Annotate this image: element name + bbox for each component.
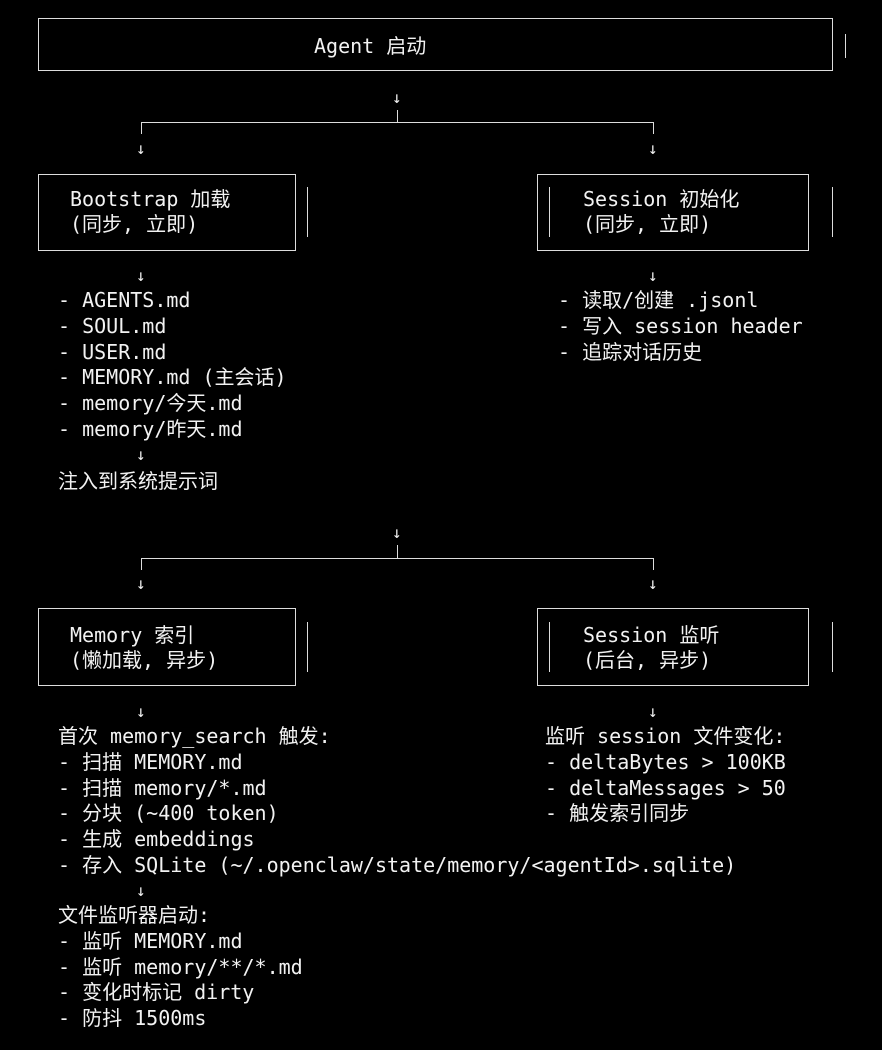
list-item: - 写入 session header	[558, 313, 803, 338]
list-item: - 变化时标记 dirty	[58, 980, 255, 1005]
session-watch-subtitle: (后台, 异步)	[583, 648, 712, 672]
connector-line	[141, 558, 142, 570]
watcher-list: 文件监听器启动: - 监听 MEMORY.md - 监听 memory/**/*…	[58, 903, 303, 1032]
list-item: - MEMORY.md (主会话)	[58, 365, 287, 390]
memory-index-box	[38, 608, 296, 686]
connector-line	[141, 122, 142, 134]
list-item: - USER.md	[58, 339, 167, 364]
list-item: - 生成 embeddings	[58, 827, 255, 852]
session-init-subtitle: (同步, 立即)	[583, 212, 712, 236]
box-edge	[832, 187, 833, 237]
list-item: - 存入 SQLite (~/.openclaw/state/memory/<a…	[58, 852, 737, 877]
down-arrow-icon: ↓	[392, 88, 402, 107]
bootstrap-file-list: - AGENTS.md - SOUL.md - USER.md - MEMORY…	[58, 288, 287, 443]
box-edge	[832, 622, 833, 672]
session-init-box	[537, 174, 809, 251]
box-edge	[845, 34, 846, 58]
down-arrow-icon: ↓	[648, 702, 658, 721]
list-item: - 监听 MEMORY.md	[58, 928, 243, 953]
list-item: - 读取/创建 .jsonl	[558, 288, 759, 312]
memory-index-list: 首次 memory_search 触发: - 扫描 MEMORY.md - 扫描…	[58, 724, 736, 879]
list-item: - 防抖 1500ms	[58, 1006, 207, 1031]
connector-line	[397, 110, 398, 122]
session-watch-title: Session 监听	[583, 623, 720, 647]
bootstrap-result: 注入到系统提示词	[58, 469, 218, 493]
list-item: - 扫描 MEMORY.md	[58, 749, 243, 774]
list-item: - 监听 memory/**/*.md	[58, 954, 303, 979]
list-item: - memory/昨天.md	[58, 416, 243, 441]
list-item: - deltaMessages > 50	[545, 775, 786, 800]
bootstrap-subtitle: (同步, 立即)	[70, 212, 199, 236]
box-edge	[307, 187, 308, 237]
connector-line	[397, 545, 398, 558]
down-arrow-icon: ↓	[136, 445, 146, 464]
down-arrow-icon: ↓	[136, 139, 146, 158]
down-arrow-icon: ↓	[136, 574, 146, 593]
down-arrow-icon: ↓	[136, 702, 146, 721]
bootstrap-box	[38, 174, 296, 251]
down-arrow-icon: ↓	[648, 139, 658, 158]
agent-start-title: Agent 启动	[314, 34, 427, 58]
list-item: - 分块 (~400 token)	[58, 801, 279, 826]
bootstrap-title: Bootstrap 加载	[70, 187, 231, 211]
down-arrow-icon: ↓	[648, 574, 658, 593]
box-edge	[549, 622, 550, 672]
agent-start-box	[38, 18, 833, 71]
list-item: - SOUL.md	[58, 313, 167, 338]
list-item: - memory/今天.md	[58, 391, 243, 416]
session-watch-list: 监听 session 文件变化: - deltaBytes > 100KB - …	[545, 724, 786, 827]
memory-index-trigger: 首次 memory_search 触发:	[58, 724, 331, 748]
list-item: - deltaBytes > 100KB	[545, 749, 786, 774]
box-edge	[549, 187, 550, 237]
connector-line	[141, 122, 653, 123]
list-item: - 追踪对话历史	[558, 339, 703, 364]
list-item: - 扫描 memory/*.md	[58, 775, 267, 800]
session-init-title: Session 初始化	[583, 187, 740, 211]
list-item: - 触发索引同步	[545, 801, 690, 826]
down-arrow-icon: ↓	[648, 266, 658, 285]
down-arrow-icon: ↓	[392, 523, 402, 542]
down-arrow-icon: ↓	[136, 881, 146, 900]
connector-line	[653, 558, 654, 570]
session-watch-box	[537, 608, 809, 686]
session-init-list: - 读取/创建 .jsonl - 写入 session header - 追踪对…	[558, 288, 803, 365]
box-edge	[307, 622, 308, 672]
memory-index-subtitle: (懒加载, 异步)	[70, 648, 219, 672]
list-item: - AGENTS.md	[58, 288, 191, 312]
watcher-title: 文件监听器启动:	[58, 903, 211, 927]
connector-line	[653, 122, 654, 134]
session-watch-trigger: 监听 session 文件变化:	[545, 724, 786, 748]
connector-line	[141, 558, 653, 559]
down-arrow-icon: ↓	[136, 266, 146, 285]
memory-index-title: Memory 索引	[70, 623, 195, 647]
